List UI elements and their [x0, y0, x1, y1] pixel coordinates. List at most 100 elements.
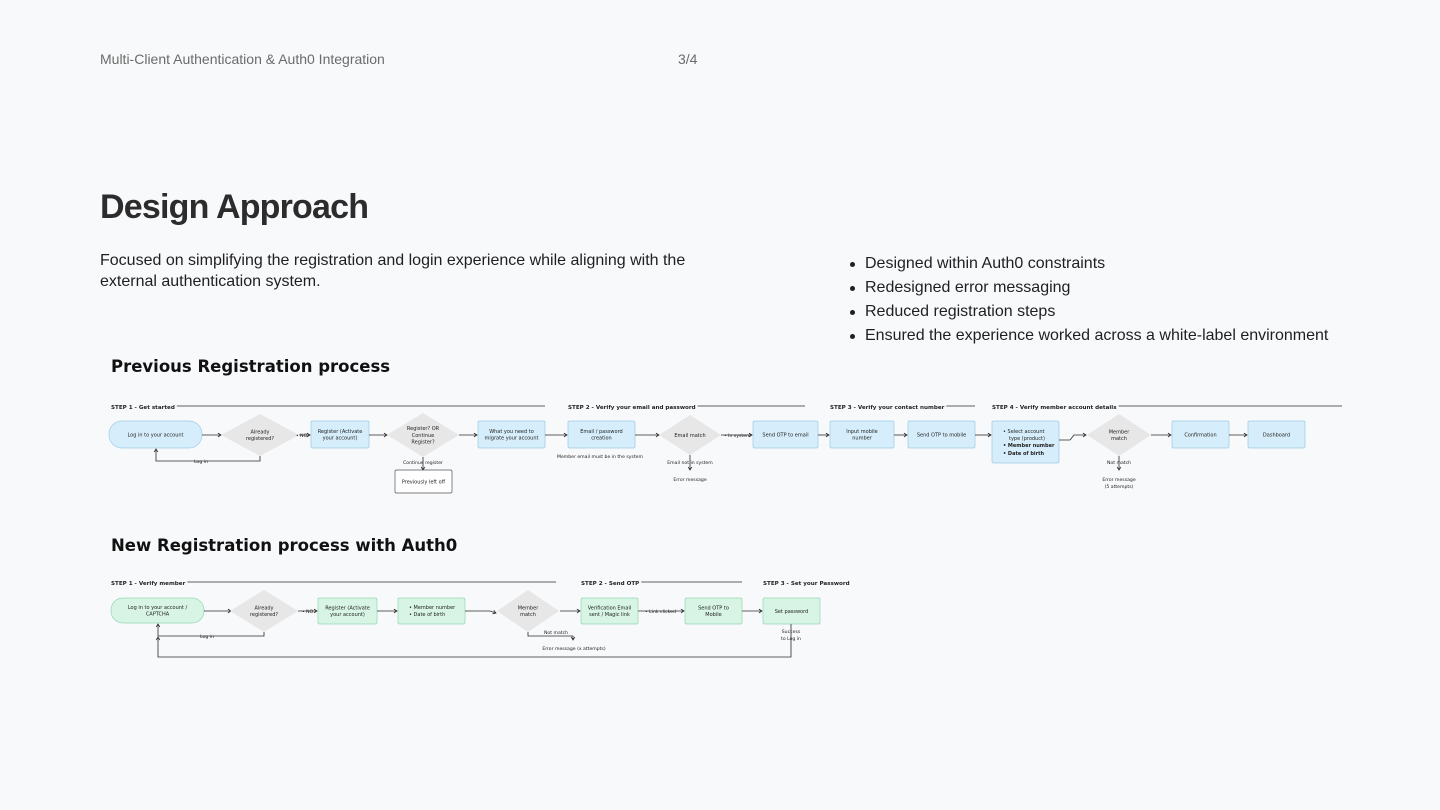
- return-connector: [157, 624, 792, 658]
- arrowhead: [306, 432, 311, 438]
- decision-label: match: [520, 612, 536, 618]
- arrowhead: [680, 608, 685, 614]
- node-label: Send OTP to email: [762, 432, 808, 438]
- select-account-node: [991, 420, 1060, 464]
- node-label: Mobile: [705, 612, 721, 618]
- error-text: Error message: [1102, 477, 1135, 483]
- header-title: Multi-Client Authentication & Auth0 Inte…: [100, 51, 385, 67]
- decision-label: Already: [250, 430, 269, 436]
- intro-text: Focused on simplifying the registration …: [100, 252, 686, 290]
- previous-process-title: Previous Registration process: [111, 357, 391, 376]
- node-label: Register (Activate: [325, 606, 370, 612]
- step-label: STEP 1 - Get started: [111, 405, 175, 411]
- arrowhead: [473, 432, 478, 438]
- decision-label: Continue: [412, 433, 434, 439]
- connector: [465, 610, 497, 614]
- start-node: [108, 420, 203, 449]
- new-process-title: New Registration process with Auth0: [111, 536, 458, 555]
- start-node: [110, 597, 205, 624]
- node-label: Email / password: [580, 429, 622, 435]
- arrowhead: [313, 608, 318, 614]
- decision-node: [659, 415, 721, 455]
- step-label: STEP 4 - Verify member account details: [992, 405, 1117, 411]
- note-text: Member email must be in the system: [557, 454, 644, 460]
- arrowhead: [903, 432, 908, 438]
- decision-label: match: [1111, 436, 1127, 442]
- arrowhead: [492, 609, 497, 615]
- arrowhead: [576, 608, 581, 614]
- process-node: [1247, 420, 1306, 449]
- connector-label: Email not in system: [667, 460, 713, 466]
- node-label: CAPTCHA: [146, 612, 170, 618]
- node-label: Set password: [775, 609, 809, 615]
- arrowhead: [1116, 466, 1122, 471]
- process-node: [567, 420, 636, 449]
- arrowhead: [748, 432, 753, 438]
- error-text: Error message (x attempts): [542, 646, 606, 652]
- node-label: Log in to your account /: [128, 605, 188, 611]
- connector: [527, 632, 574, 640]
- process-node: [752, 420, 819, 449]
- process-node: [829, 420, 895, 449]
- arrowhead: [1243, 432, 1248, 438]
- node-label: sent / Magic link: [589, 612, 630, 618]
- decision-label: Register? OR: [407, 426, 440, 432]
- node-label: your account): [330, 612, 365, 618]
- node-label: • Member number: [1003, 443, 1055, 449]
- arrowhead: [1082, 432, 1087, 438]
- node-label: number: [852, 436, 872, 442]
- connector-label: Not match: [544, 630, 568, 636]
- previously-left-off-node: [394, 469, 453, 494]
- decision-node: [221, 414, 299, 456]
- process-node: [310, 420, 370, 449]
- step-label: STEP 3 - Verify your contact number: [830, 405, 945, 411]
- approach-item: Reduced registration steps: [848, 300, 1328, 324]
- arrowhead: [155, 623, 161, 628]
- arrowhead: [570, 636, 576, 641]
- arrowhead: [563, 432, 568, 438]
- decision-label: registered?: [246, 436, 274, 442]
- node-label: type (product): [1009, 436, 1045, 442]
- connector-label: • Link clicked: [645, 609, 676, 615]
- error-text: (5 attempts): [1105, 484, 1134, 490]
- decision-node: [387, 413, 459, 457]
- process-node: [762, 597, 821, 625]
- page-indicator: 3/4: [678, 51, 698, 67]
- node-label: creation: [591, 436, 611, 442]
- decision-node: [230, 590, 298, 632]
- connector-label: Log in: [200, 634, 214, 640]
- node-label: • Date of birth: [409, 612, 445, 618]
- decision-label: Email match: [674, 433, 705, 439]
- decision-node: [1087, 414, 1151, 456]
- node-label: Send OTP to: [698, 606, 729, 612]
- page-title: Design Approach: [100, 188, 369, 226]
- node-label: Previously left off: [402, 479, 446, 485]
- step-label: STEP 1 - Verify member: [111, 581, 186, 587]
- decision-label: registered?: [250, 612, 278, 618]
- connector-label: • In system: [724, 433, 751, 439]
- arrowhead: [758, 608, 763, 614]
- node-label: What you need to: [489, 429, 534, 435]
- arrowhead: [687, 466, 693, 471]
- arrowhead: [1167, 432, 1172, 438]
- decision-label: Already: [254, 606, 273, 612]
- approach-list: Designed within Auth0 constraints Redesi…: [848, 252, 1328, 348]
- node-label: Register (Activate: [318, 429, 363, 435]
- node-label: your account): [323, 436, 358, 442]
- decision-node: [497, 590, 559, 632]
- node-label: • Date of birth: [1003, 451, 1044, 457]
- decision-label: Register?: [411, 439, 435, 445]
- node-label: Log in to your account: [127, 432, 183, 438]
- connector-label: • NO: [302, 609, 314, 615]
- connector-label: Not match: [1107, 460, 1131, 466]
- process-node: [477, 420, 546, 449]
- node-label: Dashboard: [1263, 432, 1290, 438]
- arrowhead: [153, 448, 159, 453]
- arrowhead: [987, 432, 992, 438]
- connector-label: Log in: [194, 459, 208, 465]
- node-label: Confirmation: [1184, 432, 1216, 438]
- approach-item: Redesigned error messaging: [848, 276, 1328, 300]
- node-label: migrate your account: [485, 436, 539, 442]
- member-fields-node: [397, 597, 466, 625]
